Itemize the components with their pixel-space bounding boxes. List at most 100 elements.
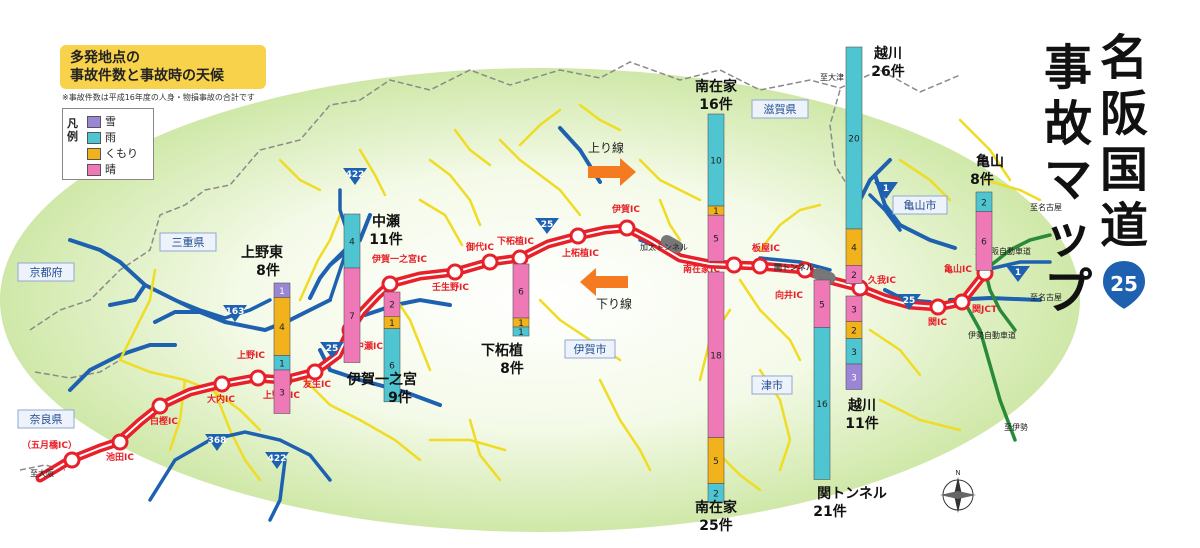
- ic-label: 白樫IC: [150, 415, 178, 427]
- ic-iga-ichinomiya-marker: [381, 275, 399, 293]
- misc-labels: 加太トンネル 至大阪 至大津 至名古屋 至名古屋 至伊勢 東名阪自動車道 伊勢自…: [30, 72, 1062, 478]
- bar-segment-rain: [707, 483, 725, 503]
- bar-segment-value: 4: [279, 323, 285, 333]
- spot-name: 中瀬: [372, 213, 400, 230]
- mie-label: 三重県: [172, 235, 205, 249]
- bar-segment-clear: [273, 369, 291, 414]
- ic-mishiro-marker: [481, 253, 499, 271]
- spot-name: 上野東: [241, 244, 283, 261]
- tsu-city-label: 津市: [761, 378, 783, 392]
- bar-segment-value: 1: [713, 207, 719, 217]
- kyoto-label: 京都府: [30, 265, 63, 279]
- ic-shimotsuge-marker: [511, 249, 529, 267]
- ic-label: 向井IC: [775, 289, 803, 301]
- bar-segment-value: 3: [851, 373, 857, 383]
- bar-segment-value: 2: [389, 301, 395, 311]
- ic-label: 伊賀一之宮IC: [371, 253, 427, 265]
- bar-segment-value: 3: [851, 305, 857, 315]
- bar-segment-rain: [813, 327, 831, 480]
- spot-name: 南在家: [695, 78, 738, 95]
- bar-segment-value: 4: [349, 238, 355, 248]
- kabuto-tunnel-label: 加太トンネル: [640, 242, 688, 252]
- legend-item-clear: 晴: [87, 161, 116, 177]
- svg-text:N: N: [955, 469, 960, 477]
- bar-segment-value: 5: [819, 300, 825, 310]
- ic-label: 壬生野IC: [432, 281, 469, 293]
- ic-itaya-marker: [751, 257, 769, 275]
- ic-tomo-marker: [306, 363, 324, 381]
- ise-expressway-label: 伊勢自動車道: [968, 330, 1016, 340]
- bar-segment-value: 3: [851, 348, 857, 358]
- bar-segment-value: 6: [389, 362, 395, 372]
- ic-shirakashi-marker: [151, 397, 169, 415]
- compass-rose-icon: N: [940, 469, 976, 513]
- ic-label: 上柘植IC: [562, 247, 599, 259]
- spot-count: 21件: [813, 503, 846, 520]
- bar-segment-value: 3: [279, 388, 285, 398]
- spot-count: 11件: [369, 231, 402, 248]
- bar-segment-value: 20: [848, 135, 860, 145]
- route-368-label: 368: [208, 436, 227, 446]
- route-1-shield-a: 1: [874, 182, 898, 199]
- bar-segment-value: 5: [713, 457, 719, 467]
- ic-label: 御代IC: [465, 241, 494, 253]
- bar-segment-clear: [343, 267, 361, 363]
- bar-segment-value: 1: [279, 287, 285, 297]
- snow-swatch: [87, 116, 101, 128]
- bar-segment-value: 6: [981, 238, 987, 248]
- route-422-label: 422: [268, 454, 287, 464]
- ic-iga-marker: [618, 219, 636, 237]
- legend-item-label: 雪: [105, 115, 116, 128]
- bar-segment-value: 2: [851, 327, 857, 337]
- bar-segment-value: 2: [981, 198, 987, 208]
- ic-kamitsuge-marker: [569, 227, 587, 245]
- route-25-shield-c: 25: [897, 294, 921, 310]
- title-column-2: 事故マップ: [1042, 40, 1094, 320]
- route-422-top-shield: 422: [343, 168, 367, 185]
- ic-label: 関JCT: [972, 304, 998, 315]
- ic-label: （五月橋IC）: [22, 439, 77, 451]
- bar-segment-value: 2: [713, 489, 719, 499]
- spot-name: 下柘植: [481, 342, 523, 359]
- route-368-shield: 368: [205, 434, 229, 451]
- spot-count: 16件: [699, 96, 732, 113]
- bar-segment-rain: [512, 326, 530, 337]
- ic-label: 亀山IC: [944, 263, 972, 275]
- ic-label: 友生IC: [303, 378, 331, 390]
- spot-name: 越川: [873, 45, 902, 62]
- down-direction-arrow-icon: [580, 268, 628, 296]
- legend-item-cloudy: くもり: [87, 145, 138, 161]
- kameyama-city-label: 亀山市: [904, 198, 937, 212]
- nara-label: 奈良県: [30, 412, 63, 426]
- ic-mibuno-marker: [446, 263, 464, 281]
- route-25-label: 25: [541, 220, 554, 230]
- spot-count: 11件: [845, 415, 878, 432]
- bar-segment-value: 7: [349, 312, 355, 322]
- legend-item-rain: 雨: [87, 129, 116, 145]
- bar-segment-value: 6: [518, 288, 524, 298]
- bar-segment-value: 1: [518, 328, 524, 338]
- to-nagoya-label-top: 至名古屋: [1030, 202, 1062, 212]
- ic-label: 下柘植IC: [497, 235, 534, 247]
- legend-title: 多発地点の 事故件数と事故時の天候: [60, 45, 266, 89]
- ic-minamizaike-marker: [725, 256, 743, 274]
- ic-label: 板屋IC: [752, 242, 780, 254]
- route-1-shield-b: 1: [1006, 266, 1030, 282]
- route-422-label: 422: [346, 170, 365, 180]
- spot-name: 越川: [847, 397, 876, 414]
- bar-segment-clear: [845, 265, 863, 284]
- bar-segment-clear: [707, 214, 725, 262]
- bar-segment-value: 2: [851, 271, 857, 281]
- ic-label: 久我IC: [868, 274, 896, 286]
- up-direction-arrow-icon: [588, 158, 636, 186]
- ic-seki-marker: [929, 298, 947, 316]
- ic-seki-jct-marker: [953, 293, 971, 311]
- interchange-labels: （五月橋IC） 池田IC 白樫IC 大内IC 上野IC 上野東IC 友生IC 中…: [22, 203, 998, 463]
- ic-label: 中瀬IC: [355, 340, 383, 352]
- spot-count: 8件: [970, 171, 994, 188]
- direction-indicators: 上り線 下り線: [580, 140, 636, 311]
- title-line2: 事故マップ: [1043, 40, 1092, 320]
- ic-gogatsubashi-marker: [63, 451, 81, 469]
